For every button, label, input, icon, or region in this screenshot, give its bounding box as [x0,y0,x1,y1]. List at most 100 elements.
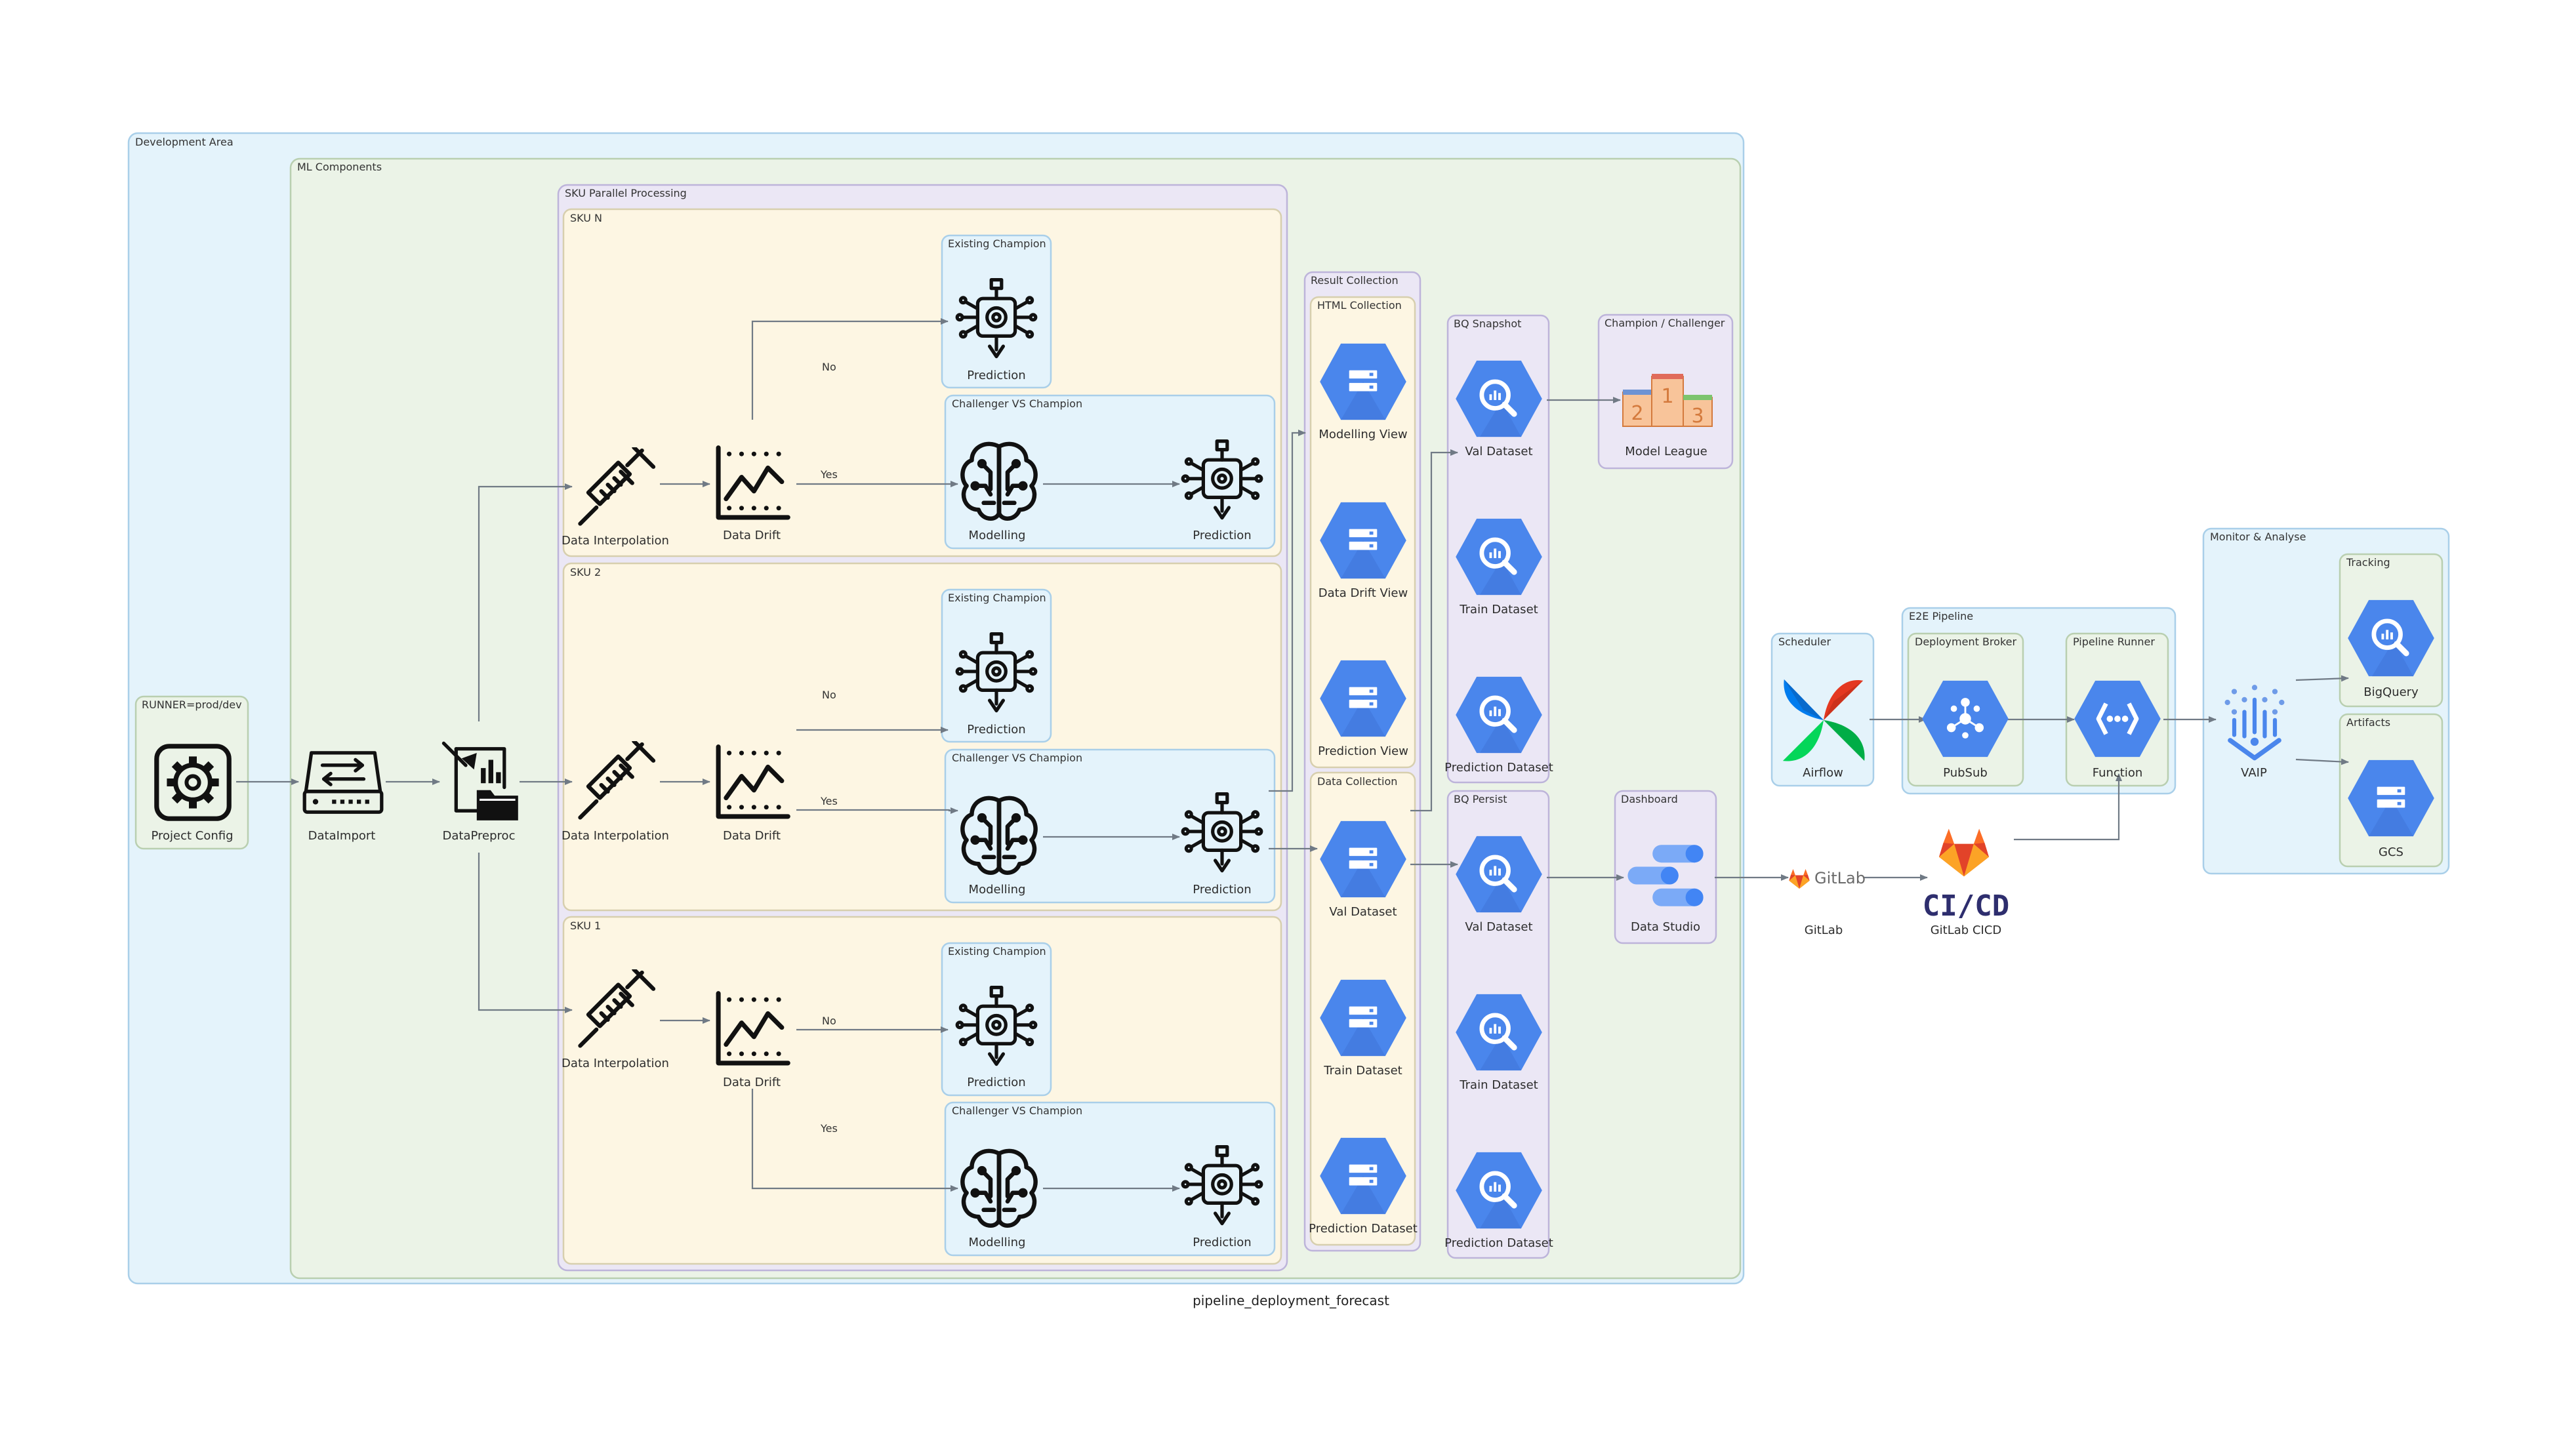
cluster-scheduler: Scheduler [1770,632,1875,787]
cluster-label: Scheduler [1778,636,1831,648]
node-data-studio[interactable]: Data Studio [1627,845,1704,934]
node-prediction-dataset[interactable]: Prediction Dataset [1444,1152,1553,1250]
node-project-config[interactable]: Project Config [151,746,234,843]
node-pubsub[interactable]: PubSub [1921,679,2010,780]
cluster-label: E2E Pipeline [1909,610,1973,622]
node-prediction-dataset[interactable]: Prediction Dataset [1444,677,1553,775]
node-data-drift[interactable]: Data Drift [718,448,788,542]
node-label: Prediction [1193,883,1251,897]
node-train-dataset[interactable]: Train Dataset [1456,994,1542,1092]
edge-label-yes: Yes [820,795,838,807]
cluster-label: Challenger VS Champion [952,752,1082,764]
node-label: Modelling [969,529,1026,542]
node-function[interactable]: Function [2074,681,2161,780]
node-train-dataset[interactable]: Train Dataset [1456,519,1542,616]
node-prediction[interactable]: Prediction [1183,441,1261,542]
edge-label-yes: Yes [820,1122,838,1135]
podium-first: 1 [1661,385,1673,408]
cluster-challenger-vs-champion: Challenger VS Champion [944,748,1276,904]
cluster-label: Existing Champion [948,237,1046,250]
cluster-label: Data Collection [1317,775,1397,788]
node-val-dataset[interactable]: Val Dataset [1320,820,1406,919]
node-airflow[interactable]: Airflow [1782,679,1865,780]
edge-cicd-to-function [2014,773,2122,841]
node-data-drift-view[interactable]: Data Drift View [1319,502,1408,600]
edge-vaip-to-bigquery [2295,675,2349,682]
node-data-drift[interactable]: Data Drift [718,747,788,843]
cluster-label: Deployment Broker [1915,636,2016,648]
node-prediction[interactable]: Prediction [957,280,1036,382]
cluster-label: Challenger VS Champion [952,397,1082,410]
node-label: Train Dataset [1459,603,1538,616]
node-modelling[interactable]: Modelling [962,1151,1035,1249]
cluster-label: Monitor & Analyse [2210,531,2306,543]
edge-preproc-to-interp-n [478,483,573,721]
cluster-label: Challenger VS Champion [952,1104,1082,1117]
node-prediction[interactable]: Prediction [1183,794,1261,897]
node-data-drift[interactable]: Data Drift [718,994,788,1089]
cluster-label: Champion / Challenger [1605,317,1725,329]
cicd-logo-text: CI/CD [1923,889,2009,923]
node-model-league[interactable]: 2 1 3 Model League [1622,374,1713,458]
node-label: DataImport [308,829,376,843]
node-gitlab[interactable]: GitLab GitLab [1789,869,1866,937]
cluster-label: Development Area [135,136,234,148]
node-label: Data Interpolation [562,829,669,843]
node-label: Modelling [969,1236,1026,1249]
node-data-interpolation[interactable]: Data Interpolation [562,741,669,843]
node-modelling[interactable]: Modelling [962,798,1035,897]
node-gcs[interactable]: GCS [2348,759,2434,859]
node-gitlab-cicd[interactable]: CI/CD GitLab CICD [1923,828,2009,937]
podium-second: 2 [1631,402,1643,425]
cluster-label: Artifacts [2346,716,2390,729]
edge-vaip-to-gcs [2295,758,2349,765]
node-label: GCS [2379,845,2403,859]
cluster-runner: RUNNER=prod/dev [134,695,249,850]
node-label: Airflow [1803,766,1843,780]
node-val-dataset[interactable]: Val Dataset [1456,361,1542,458]
node-vaip[interactable]: VAIP [2225,685,2285,780]
node-label: Data Studio [1631,920,1700,934]
edge-label-no: No [822,361,836,373]
node-bigquery[interactable]: BigQuery [2348,600,2434,699]
node-label: Data Drift [723,829,781,843]
node-prediction-dataset[interactable]: Prediction Dataset [1309,1137,1418,1236]
gitlab-logo-text: GitLab [1814,869,1866,887]
cluster-label: ML Components [297,161,382,173]
node-modelling[interactable]: Modelling [962,444,1035,542]
cluster-label: Existing Champion [948,592,1046,604]
node-label: GitLab [1805,923,1843,937]
node-prediction[interactable]: Prediction [957,988,1036,1089]
cluster-label: Existing Champion [948,945,1046,958]
node-prediction[interactable]: Prediction [957,634,1036,737]
edge-labels: No Yes No Yes No Yes [820,361,838,1135]
edge-pred-to-html-collection [1269,430,1306,792]
cluster-label: BQ Persist [1454,793,1507,805]
node-label: Prediction [967,1076,1025,1089]
node-modelling-view[interactable]: Modelling View [1319,343,1408,441]
node-data-import[interactable]: DataImport [304,753,382,843]
node-label: Data Drift [723,529,781,542]
cluster-label: Result Collection [1311,274,1399,287]
cluster-label: RUNNER=prod/dev [142,698,242,711]
podium-icon: 2 1 3 [1622,374,1713,428]
node-data-preproc[interactable]: DataPreproc [443,743,518,843]
cluster-label: SKU Parallel Processing [565,187,687,199]
node-prediction[interactable]: Prediction [1183,1147,1261,1249]
edge-drift-yes [751,1089,958,1192]
cluster-label: HTML Collection [1317,299,1402,312]
node-label: GitLab CICD [1931,923,2002,937]
node-label: DataPreproc [443,829,516,843]
edge-drift-yes [796,807,958,814]
node-label: Prediction Dataset [1309,1222,1418,1236]
node-label: Function [2093,766,2143,780]
node-label: Data Interpolation [562,1057,669,1070]
node-val-dataset[interactable]: Val Dataset [1456,836,1542,934]
node-prediction-view[interactable]: Prediction View [1318,660,1408,758]
node-label: Prediction [1193,529,1251,542]
cluster-challenger-vs-champion: Challenger VS Champion [944,394,1276,550]
node-label: Prediction View [1318,744,1408,758]
node-data-interpolation[interactable]: Data Interpolation [562,969,669,1070]
node-train-dataset[interactable]: Train Dataset [1320,979,1406,1078]
node-data-interpolation[interactable]: Data Interpolation [562,447,669,548]
